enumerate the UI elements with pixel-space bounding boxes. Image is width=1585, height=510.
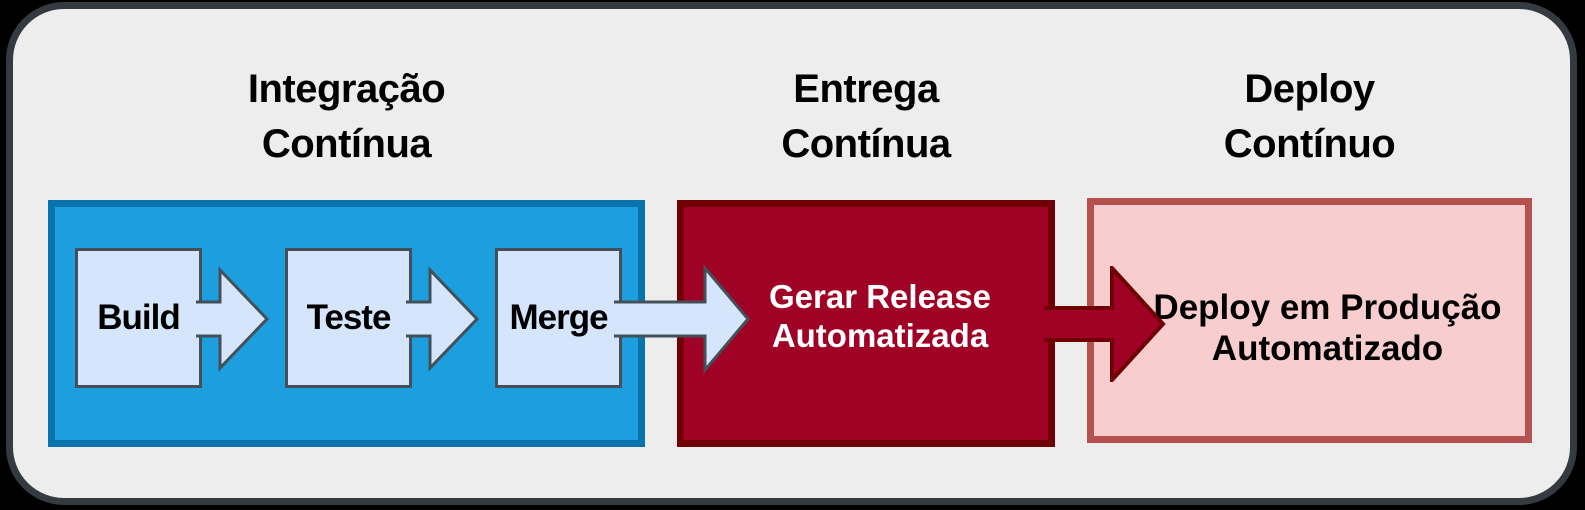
stage-title-continuous-delivery: Entrega Contínua	[781, 67, 951, 166]
step-box-teste: Teste	[285, 248, 412, 388]
arrow-merge-to-delivery-icon	[614, 264, 750, 374]
step-box-build: Build	[75, 248, 202, 388]
step-box-merge: Merge	[495, 248, 622, 388]
arrow-build-to-teste-icon	[196, 266, 270, 372]
step-label-merge: Merge	[509, 298, 608, 337]
stage-title-continuous-deployment: Deploy Contínuo	[1223, 67, 1396, 166]
continuous-delivery-label: Gerar Release Automatizada	[769, 277, 991, 354]
step-label-build: Build	[97, 298, 180, 337]
stage-title-continuous-integration: Integração Contínua	[247, 67, 446, 166]
continuous-deployment-label: Deploy em Produção Automatizado	[1153, 287, 1502, 368]
step-label-teste: Teste	[306, 298, 392, 337]
arrow-teste-to-merge-icon	[406, 266, 480, 372]
arrow-delivery-to-deploy-icon	[1044, 266, 1166, 382]
